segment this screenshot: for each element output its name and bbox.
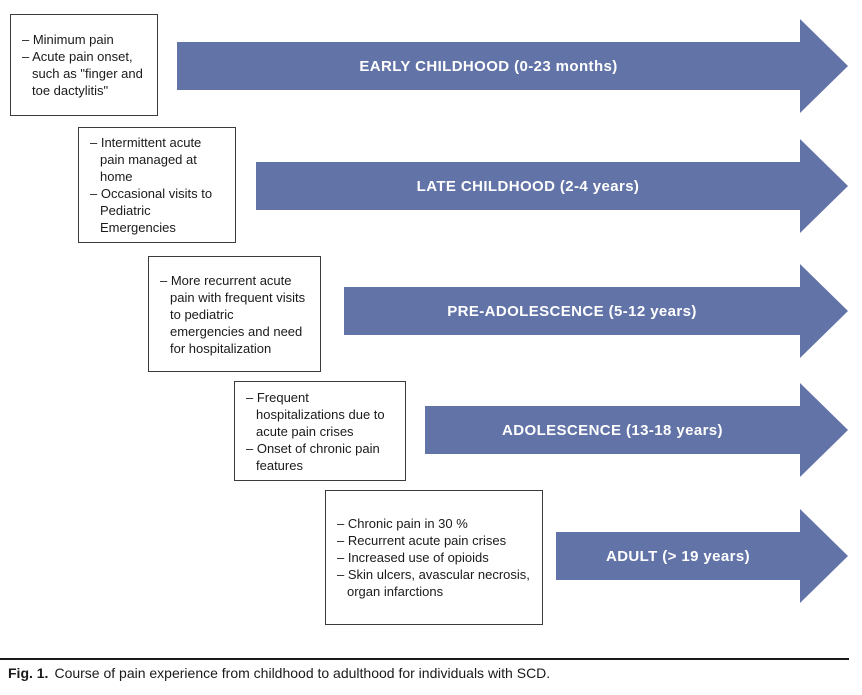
- note-bullet: – Chronic pain in 30 %: [337, 516, 468, 531]
- stage-arrow-early-childhood: EARLY CHILDHOOD (0-23 months): [177, 19, 848, 113]
- note-bullet: – Minimum pain: [22, 32, 114, 47]
- arrow-right-icon: [800, 139, 848, 233]
- note-box-late-childhood: – Intermittent acute pain managed at hom…: [78, 127, 236, 243]
- figure-number-label: Fig. 1.: [8, 665, 49, 681]
- note-bullet: – Onset of chronic pain features: [246, 440, 380, 473]
- note-box-adult: – Chronic pain in 30 % – Recurrent acute…: [325, 490, 543, 625]
- note-bullet: – Occasional visits to Pediatric Emergen…: [90, 186, 213, 235]
- note-box-pre-adolescence: – More recurrent acute pain with frequen…: [148, 256, 321, 372]
- stage-label: PRE-ADOLESCENCE (5-12 years): [447, 302, 697, 320]
- stage-arrow-late-childhood: LATE CHILDHOOD (2-4 years): [256, 139, 848, 233]
- arrow-body: EARLY CHILDHOOD (0-23 months): [177, 42, 800, 90]
- stage-label: ADOLESCENCE (13-18 years): [502, 421, 723, 439]
- figure-caption-text: Course of pain experience from childhood…: [54, 665, 551, 681]
- caption-divider: [0, 658, 849, 660]
- arrow-body: LATE CHILDHOOD (2-4 years): [256, 162, 800, 210]
- figure-caption: Fig. 1. Course of pain experience from ch…: [8, 665, 550, 681]
- arrow-body: ADOLESCENCE (13-18 years): [425, 406, 800, 454]
- arrow-body: PRE-ADOLESCENCE (5-12 years): [344, 287, 800, 335]
- note-bullet: – Acute pain onset, such as "finger and …: [22, 49, 143, 98]
- note-bullet: – Frequent hospitalizations due to acute…: [246, 389, 385, 439]
- note-bullet: – Intermittent acute pain managed at hom…: [90, 135, 202, 184]
- arrow-right-icon: [800, 509, 848, 603]
- note-bullet: – More recurrent acute pain with frequen…: [160, 272, 306, 356]
- note-box-early-childhood: – Minimum pain – Acute pain onset, such …: [10, 14, 158, 116]
- arrow-right-icon: [800, 19, 848, 113]
- note-box-adolescence: – Frequent hospitalizations due to acute…: [234, 381, 406, 481]
- note-bullet: – Recurrent acute pain crises: [337, 533, 507, 548]
- note-bullet: – Increased use of opioids: [337, 550, 489, 565]
- note-bullet: – Skin ulcers, avascular necrosis, organ…: [337, 567, 530, 599]
- arrow-right-icon: [800, 383, 848, 477]
- stage-arrow-adult: ADULT (> 19 years): [556, 509, 848, 603]
- stage-label: LATE CHILDHOOD (2-4 years): [416, 177, 640, 195]
- stage-label: ADULT (> 19 years): [605, 547, 751, 565]
- stage-arrow-adolescence: ADOLESCENCE (13-18 years): [425, 383, 848, 477]
- stage-arrow-pre-adolescence: PRE-ADOLESCENCE (5-12 years): [344, 264, 848, 358]
- stage-label: EARLY CHILDHOOD (0-23 months): [359, 57, 618, 75]
- arrow-right-icon: [800, 264, 848, 358]
- arrow-body: ADULT (> 19 years): [556, 532, 800, 580]
